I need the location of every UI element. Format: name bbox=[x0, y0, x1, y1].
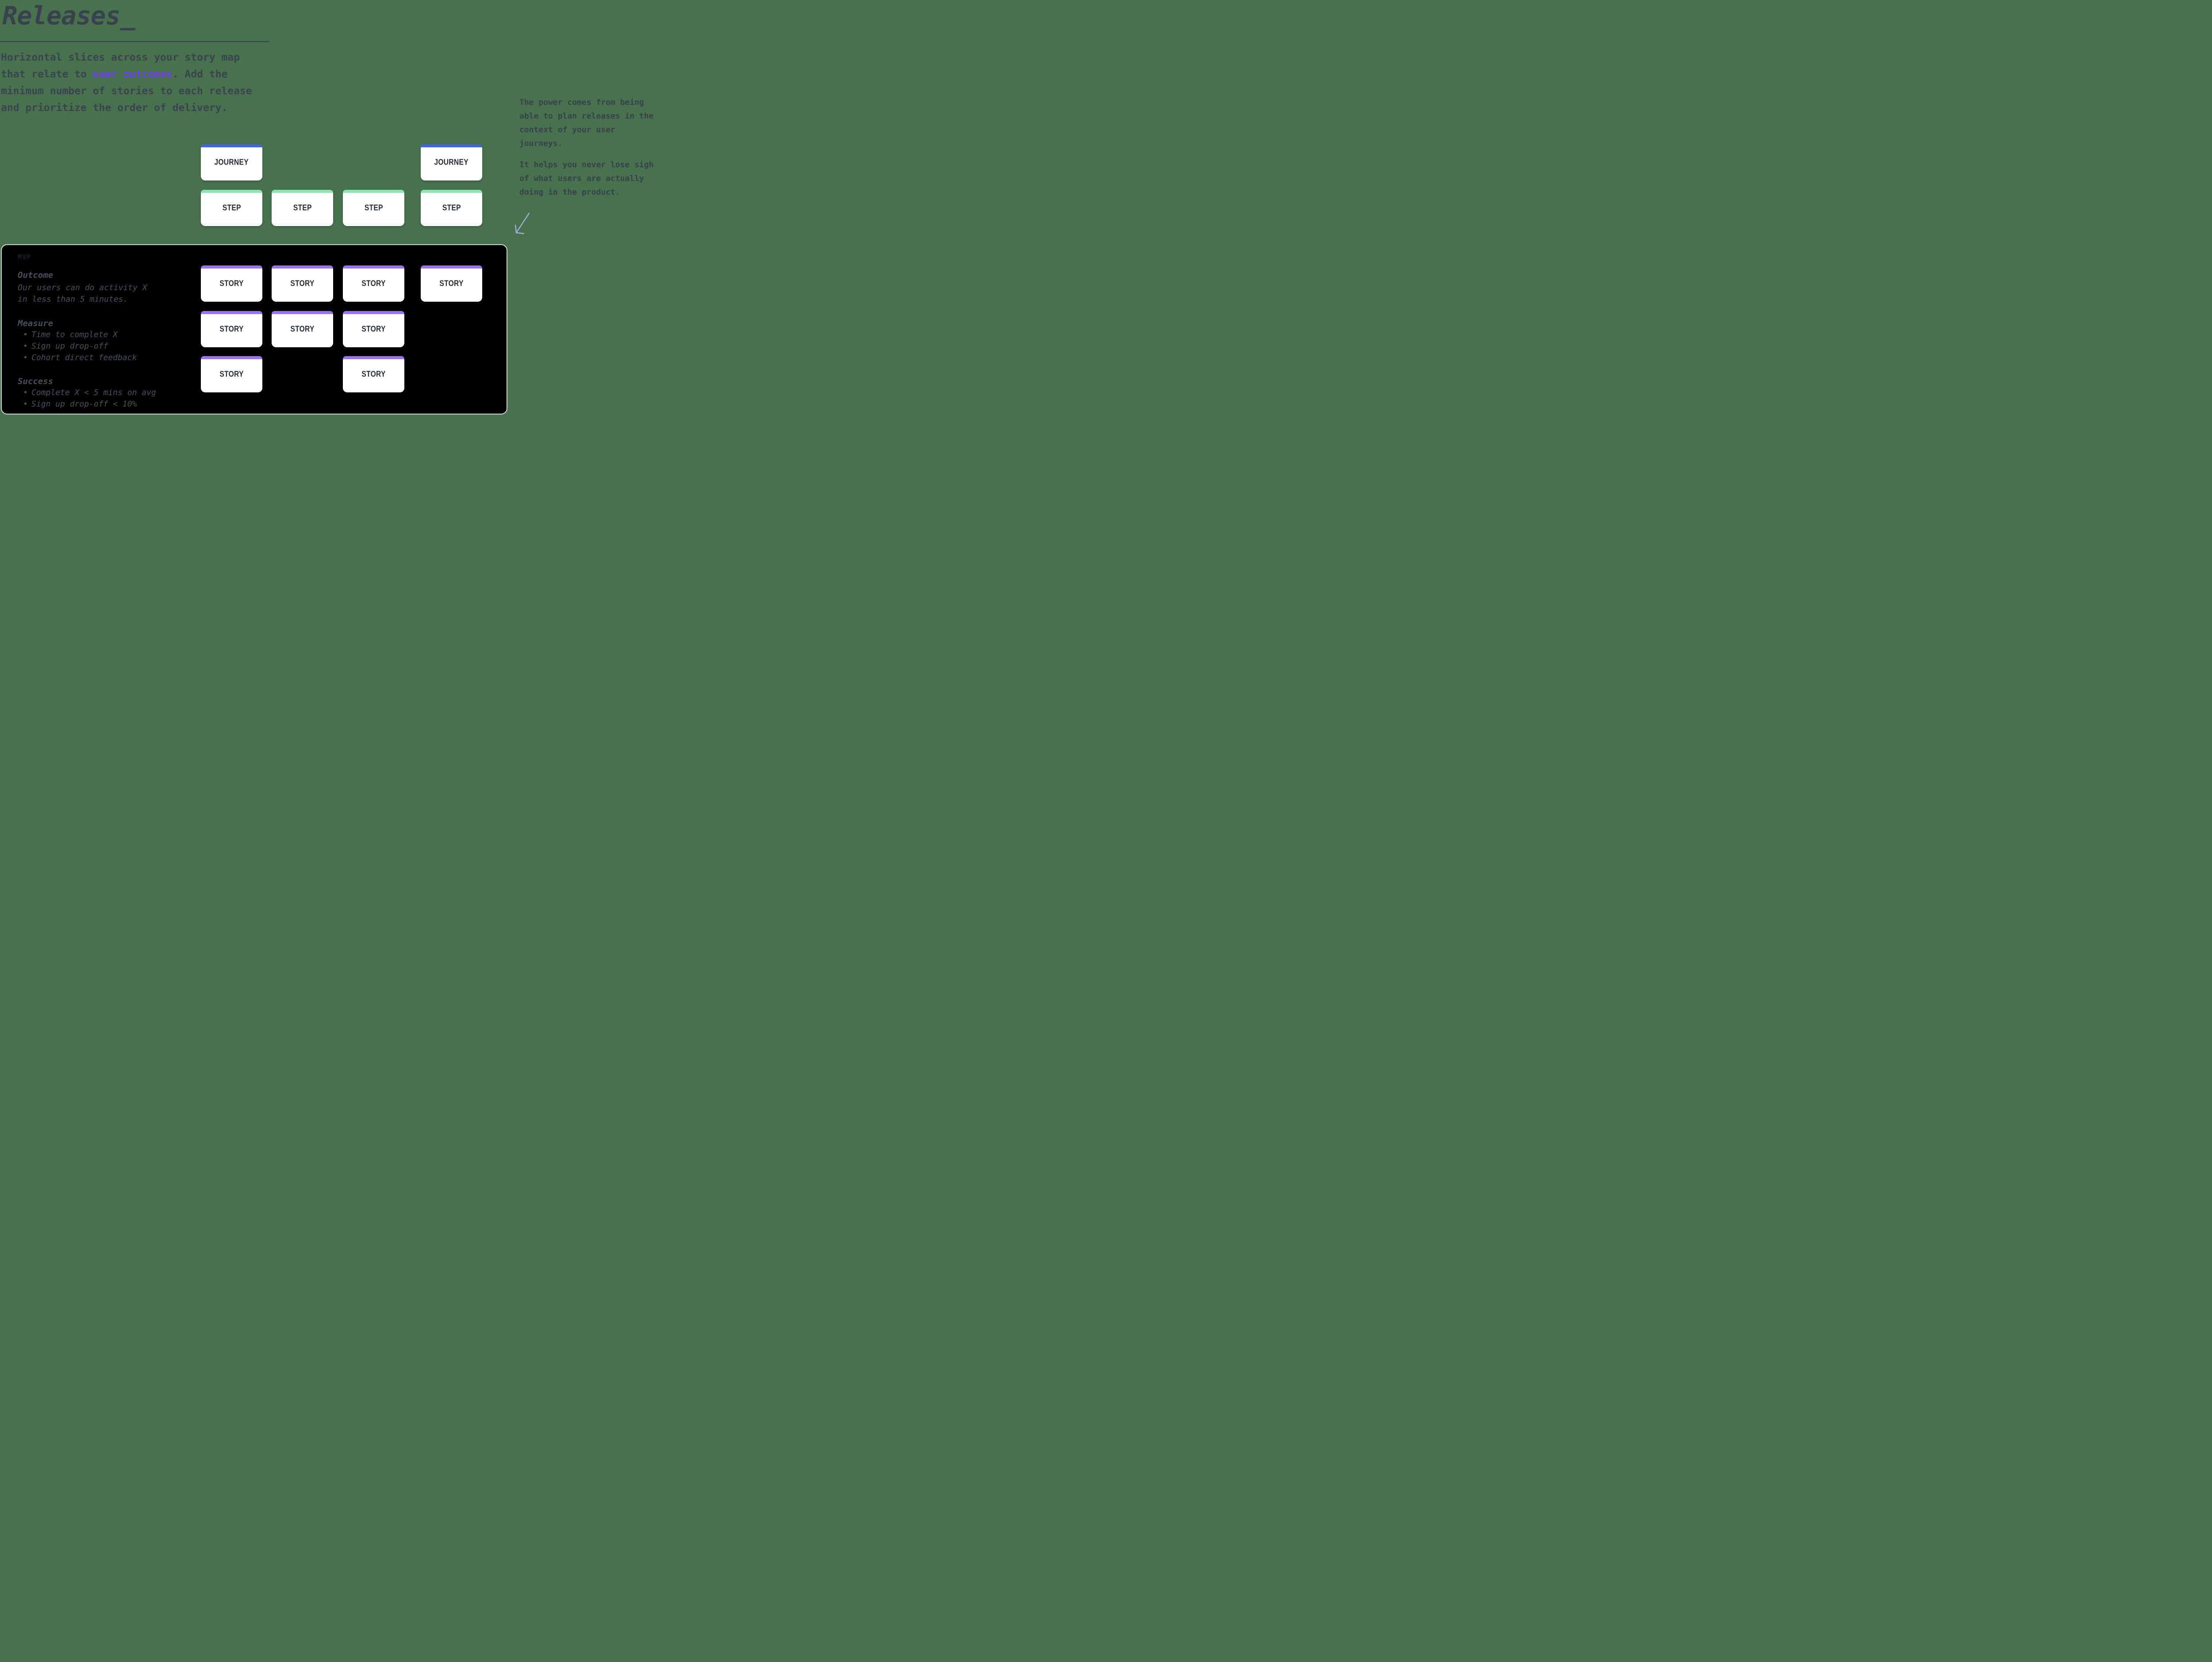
measure-heading: Measure bbox=[18, 319, 54, 328]
step-card: STEP bbox=[343, 190, 404, 226]
intro-paragraph: Horizontal slices across your story map … bbox=[1, 49, 260, 116]
story-card-label: STORY bbox=[290, 324, 315, 334]
journey-card: JOURNEY bbox=[201, 144, 262, 180]
measure-item: Time to complete X bbox=[18, 329, 137, 341]
hand-drawn-arrow-icon bbox=[515, 212, 530, 234]
story-card: STORY bbox=[272, 265, 333, 302]
measure-item: Cohort direct feedback bbox=[18, 352, 137, 364]
step-card-label: STEP bbox=[364, 203, 383, 212]
journey-card: JOURNEY bbox=[421, 144, 482, 180]
step-card-label: STEP bbox=[222, 203, 241, 212]
story-card: STORY bbox=[343, 356, 404, 392]
user-outcomes-link[interactable]: user outcomes bbox=[92, 69, 173, 80]
measure-item: Sign up drop-off bbox=[18, 341, 137, 352]
aside-paragraph-1: The power comes from being able to plan … bbox=[519, 98, 654, 148]
journey-card-label: JOURNEY bbox=[434, 157, 469, 167]
story-card-label: STORY bbox=[290, 279, 315, 288]
success-heading: Success bbox=[18, 376, 54, 386]
step-card: STEP bbox=[272, 190, 333, 226]
aside-paragraph-2: It helps you never lose sight of what us… bbox=[519, 160, 654, 197]
intro-text-post: . Add the minimum number of stories to e… bbox=[1, 69, 252, 114]
outcome-text: Our users can do activity X in less than… bbox=[18, 283, 147, 304]
journey-card-label: JOURNEY bbox=[214, 157, 249, 167]
page-title: Releases_ bbox=[2, 1, 135, 31]
outcome-heading: Outcome bbox=[18, 270, 54, 280]
story-card-label: STORY bbox=[361, 279, 386, 288]
story-card-label: STORY bbox=[361, 369, 386, 379]
success-item: Complete X < 5 mins on avg bbox=[18, 387, 156, 399]
release-tag: MVP bbox=[18, 253, 31, 261]
story-card-label: STORY bbox=[219, 369, 244, 379]
releases-section: Releases_ Horizontal slices across your … bbox=[0, 0, 654, 415]
story-card-label: STORY bbox=[219, 324, 244, 334]
story-card: STORY bbox=[201, 311, 262, 347]
success-item: Sign up drop-off < 10% bbox=[18, 399, 156, 410]
intro-text-pre: Horizontal slices across your story map … bbox=[1, 52, 240, 80]
story-card: STORY bbox=[343, 311, 404, 347]
story-card: STORY bbox=[272, 311, 333, 347]
story-card: STORY bbox=[421, 265, 482, 302]
step-card: STEP bbox=[201, 190, 262, 226]
step-card-label: STEP bbox=[442, 203, 461, 212]
story-card-label: STORY bbox=[219, 279, 244, 288]
story-card: STORY bbox=[343, 265, 404, 302]
story-card-label: STORY bbox=[439, 279, 464, 288]
measure-list: Time to complete X Sign up drop-off Coho… bbox=[18, 329, 137, 364]
story-card-label: STORY bbox=[361, 324, 386, 334]
success-list: Complete X < 5 mins on avg Sign up drop-… bbox=[18, 387, 156, 410]
story-card: STORY bbox=[201, 265, 262, 302]
aside-note: The power comes from being able to plan … bbox=[519, 96, 654, 207]
step-card: STEP bbox=[421, 190, 482, 226]
story-card: STORY bbox=[201, 356, 262, 392]
title-underline bbox=[0, 41, 269, 42]
step-card-label: STEP bbox=[293, 203, 312, 212]
